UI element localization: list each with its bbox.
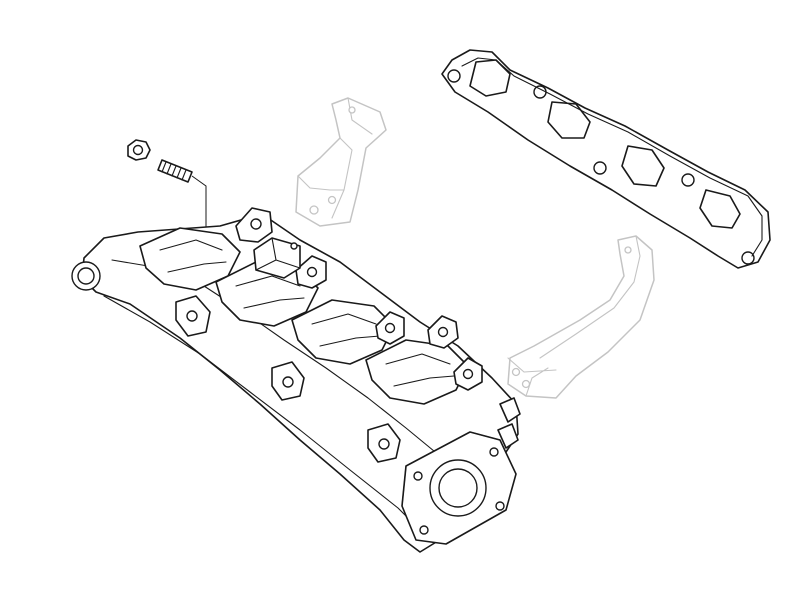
upper-support-bracket[interactable] <box>295 97 387 227</box>
stud[interactable] <box>157 159 193 183</box>
stud-leader-line <box>191 175 207 232</box>
nut[interactable] <box>127 139 151 161</box>
lower-support-bracket[interactable] <box>507 235 655 399</box>
intake-manifold[interactable] <box>71 207 521 553</box>
manifold-gasket[interactable] <box>441 49 771 269</box>
